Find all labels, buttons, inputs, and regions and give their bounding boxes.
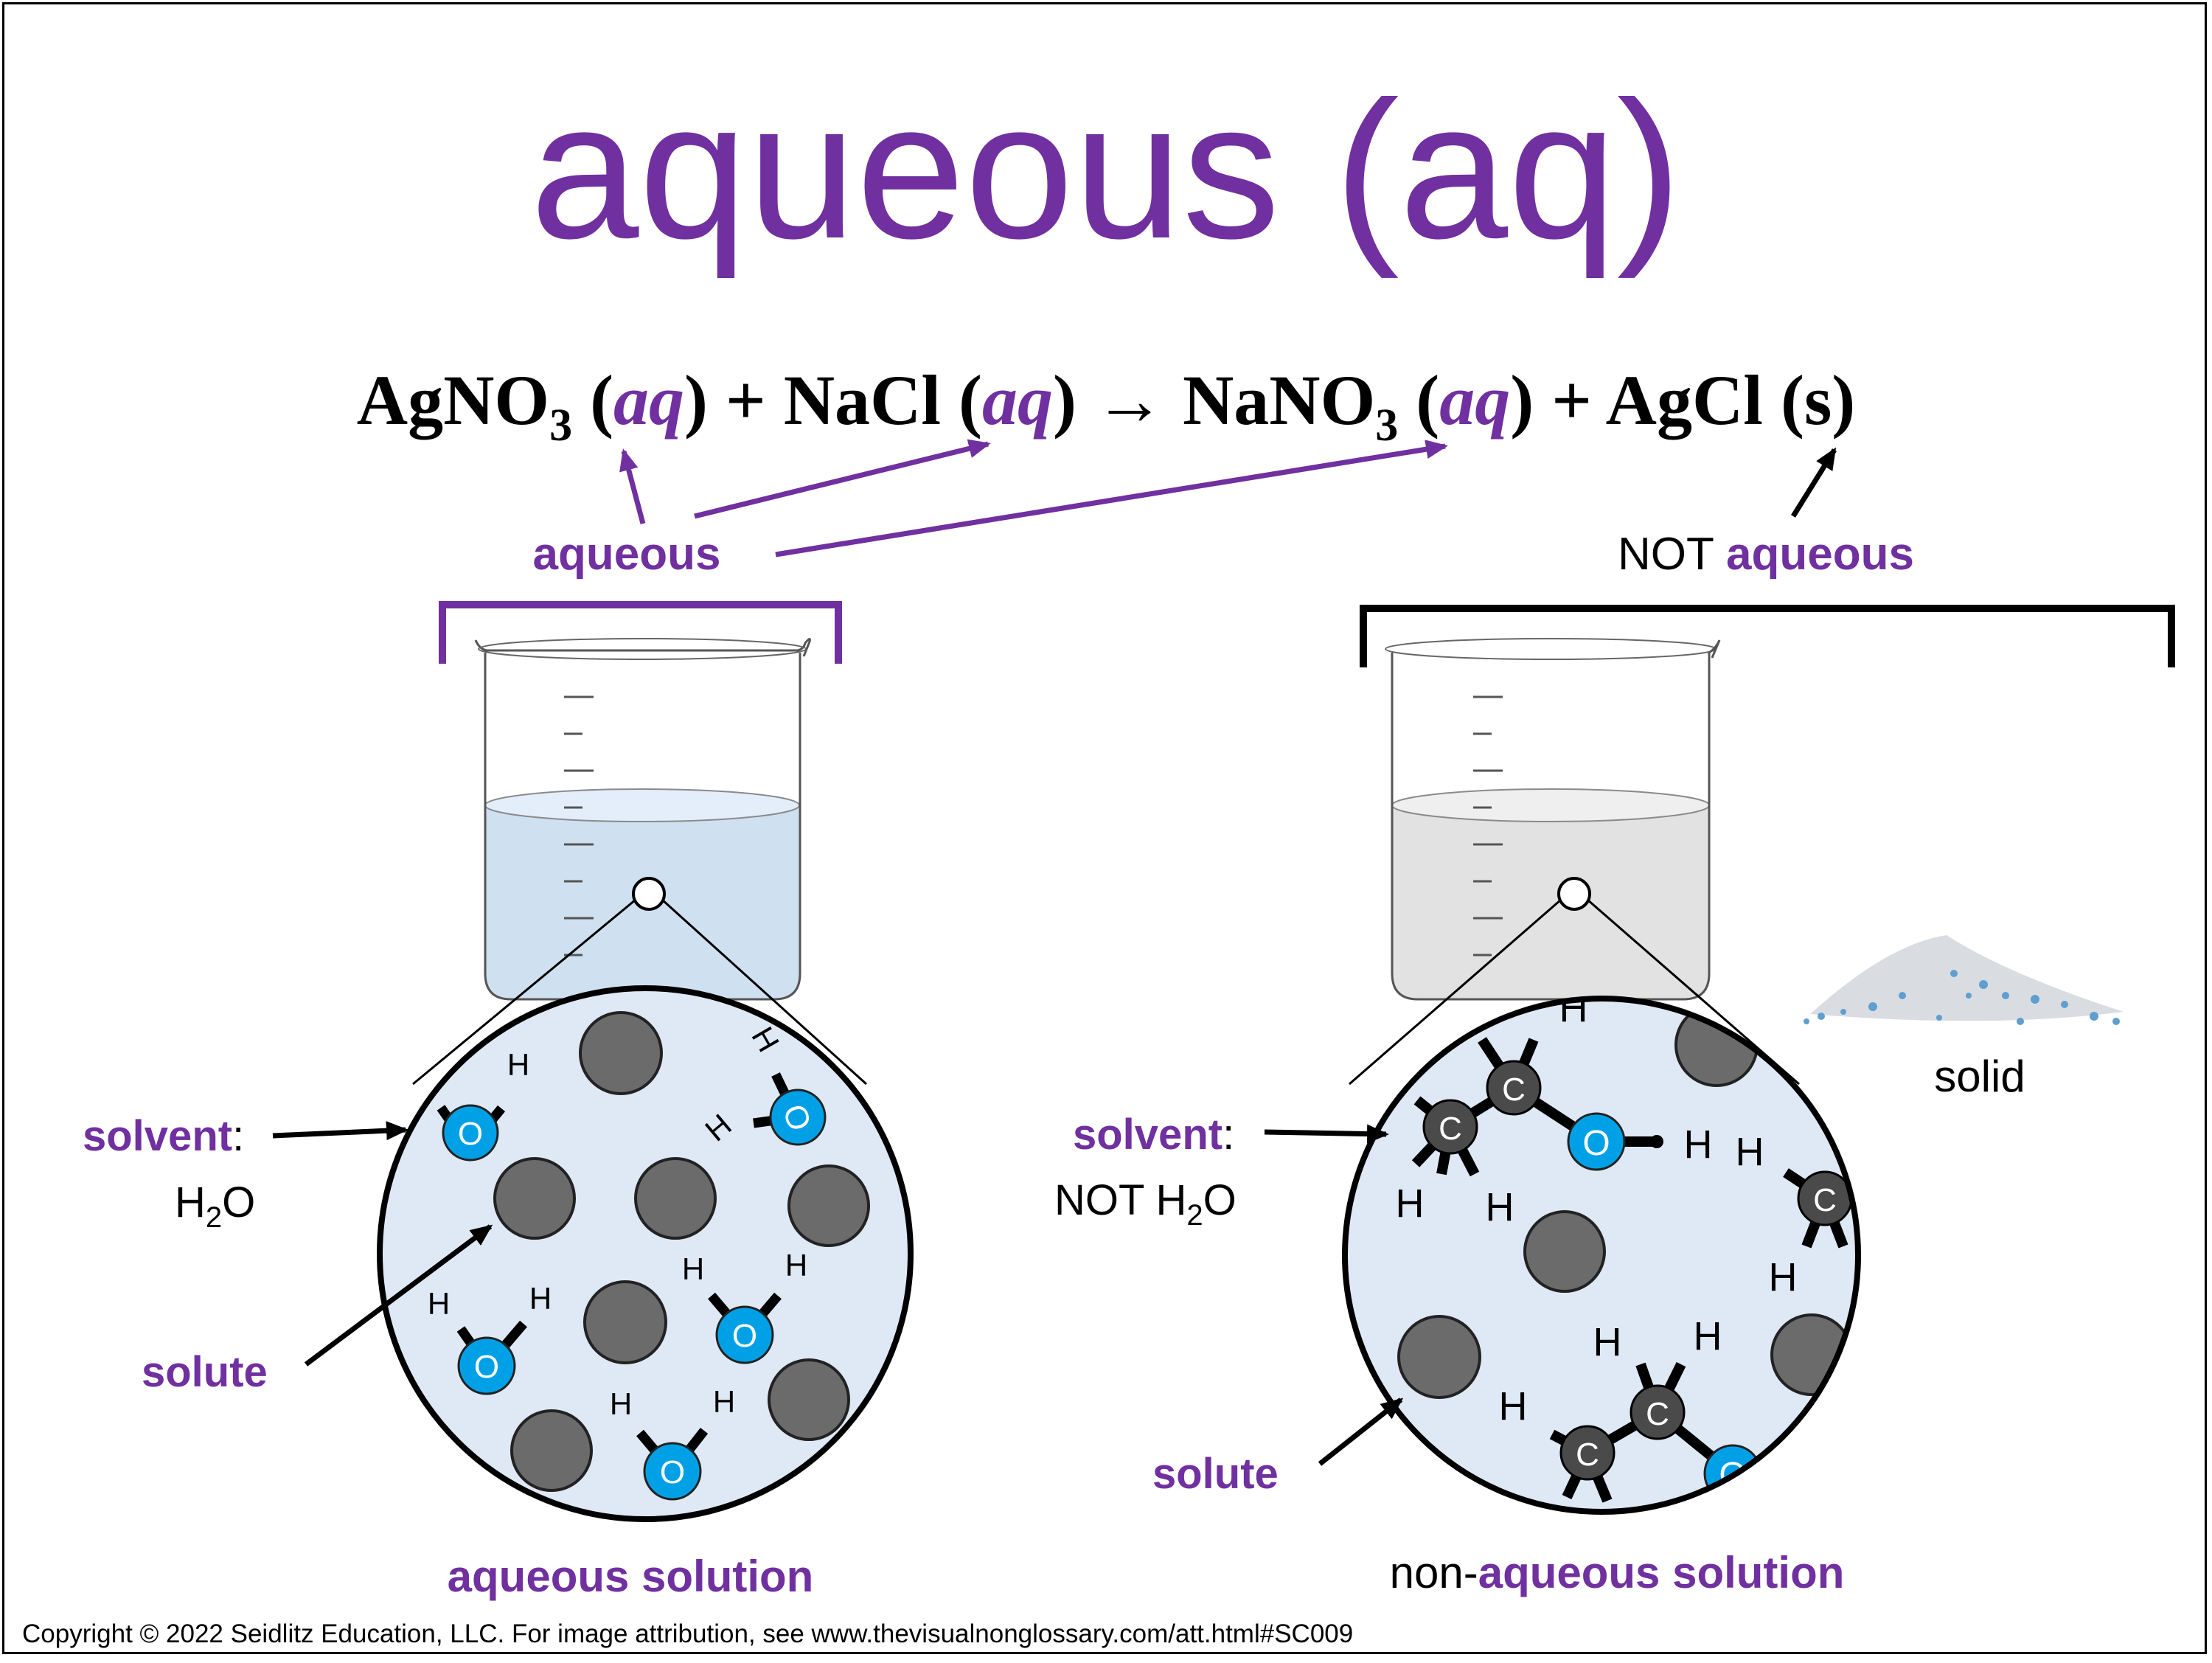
oxygen-atom-label: O	[474, 1349, 499, 1385]
arrow-to-reactant2-state	[694, 439, 991, 519]
right-solute-label: solute	[1152, 1450, 1279, 1498]
right-beaker	[1349, 638, 1800, 1086]
solvent-molecule: C C O H H H H	[1396, 999, 1713, 1229]
not-aqueous-label: NOT aqueous	[1618, 529, 1914, 580]
hydrogen-atom-label: H	[1396, 1181, 1425, 1226]
hydrogen-atom-label: H	[610, 1386, 632, 1421]
oxygen-atom-label: O	[660, 1454, 685, 1490]
product1-formula: NaNO	[1183, 361, 1375, 440]
right-solvent-formula: NOT H2O	[1054, 1176, 1237, 1232]
hydrogen-atom-label: H	[1694, 1314, 1722, 1358]
carbon-atom-label: C	[1439, 1111, 1462, 1147]
hydrogen-atom-label: H	[785, 1248, 807, 1282]
arrow-to-product1-state	[775, 440, 1448, 558]
reactant1-formula: AgNO	[357, 361, 549, 440]
water-molecule: O H H	[682, 1248, 807, 1364]
left-solvent-arrow	[272, 1121, 408, 1141]
water-molecule: O H H	[428, 1281, 552, 1395]
product1-state: aq	[1439, 361, 1510, 440]
plus-sign-2: +	[1551, 361, 1592, 440]
reaction-arrow: →	[1094, 361, 1165, 440]
arrow-to-reactant1-state	[619, 448, 646, 524]
left-solute-label: solute	[142, 1348, 268, 1396]
left-solute-arrow	[304, 1224, 493, 1367]
oxygen-atom-label: O	[1582, 1124, 1610, 1163]
solute-particles	[493, 1011, 870, 1492]
solid-label: solid	[1934, 1052, 2025, 1101]
right-bracket	[1360, 605, 2175, 667]
right-solvent-label: solvent:	[1073, 1111, 1234, 1159]
non-aqueous-solution-caption: non-aqueous solution	[1390, 1548, 1845, 1597]
hydrogen-atom-label: H	[1486, 1185, 1514, 1229]
aqueous-solution-caption: aqueous solution	[448, 1552, 814, 1601]
solid-pile-icon	[1804, 935, 2124, 1025]
oxygen-atom-label: O	[732, 1318, 757, 1354]
page-title: aqueous (aq)	[530, 61, 1682, 280]
carbon-atom-label: C	[1813, 1182, 1837, 1218]
copyright-text: Copyright © 2022 Seidlitz Education, LLC…	[22, 1619, 1353, 1648]
oxygen-atom-label: O	[458, 1116, 483, 1152]
reactant2-formula: NaCl	[784, 361, 941, 440]
aqueous-pointer-arrows	[619, 439, 1448, 558]
hydrogen-atom-label: H	[682, 1251, 704, 1286]
product2-formula: AgCl	[1606, 361, 1763, 440]
hydrogen-atom-label: H	[1684, 1122, 1713, 1167]
hydrogen-atom-label: H	[507, 1047, 529, 1082]
reactant1-state: aq	[613, 361, 684, 440]
chemical-equation: AgNO3 (aq) + NaCl (aq) → NaNO3 (aq) + Ag…	[357, 361, 1856, 451]
hydrogen-atom-label: H	[1593, 1320, 1622, 1364]
carbon-atom-label: C	[1502, 1072, 1526, 1108]
aqueous-label: aqueous	[533, 529, 721, 580]
left-bracket	[439, 601, 842, 664]
right-solvent-arrow	[1264, 1124, 1389, 1144]
hydrogen-atom-label: H	[1499, 1384, 1528, 1428]
plus-sign-1: +	[726, 361, 766, 440]
right-solute-arrow	[1318, 1398, 1404, 1466]
water-molecule: O H	[437, 1047, 529, 1162]
product1-subscript: 3	[1375, 400, 1398, 451]
left-solvent-label: solvent:	[83, 1112, 244, 1160]
non-aqueous-zoom-circle: C C O H H H H C	[1342, 996, 1861, 1515]
water-molecule: O H H	[610, 1384, 735, 1501]
left-solvent-formula: H2O	[175, 1178, 255, 1234]
aqueous-zoom-circle: O H O H H O H H	[377, 985, 914, 1522]
product2-state: s	[1804, 361, 1832, 440]
hydrogen-atom-label: H	[1736, 1130, 1764, 1174]
left-beaker	[412, 638, 868, 1086]
arrow-to-solid-state	[1791, 447, 1837, 518]
hydrogen-atom-label: H	[529, 1281, 552, 1316]
hydrogen-atom-label: H	[1769, 1255, 1798, 1299]
reactant2-state: aq	[982, 361, 1053, 440]
reactant1-subscript: 3	[549, 400, 572, 451]
carbon-atom-label: C	[1646, 1396, 1669, 1432]
carbon-atom-label: C	[1576, 1437, 1599, 1473]
hydrogen-atom-label: H	[428, 1286, 450, 1321]
hydrogen-atom-label: H	[713, 1384, 735, 1419]
